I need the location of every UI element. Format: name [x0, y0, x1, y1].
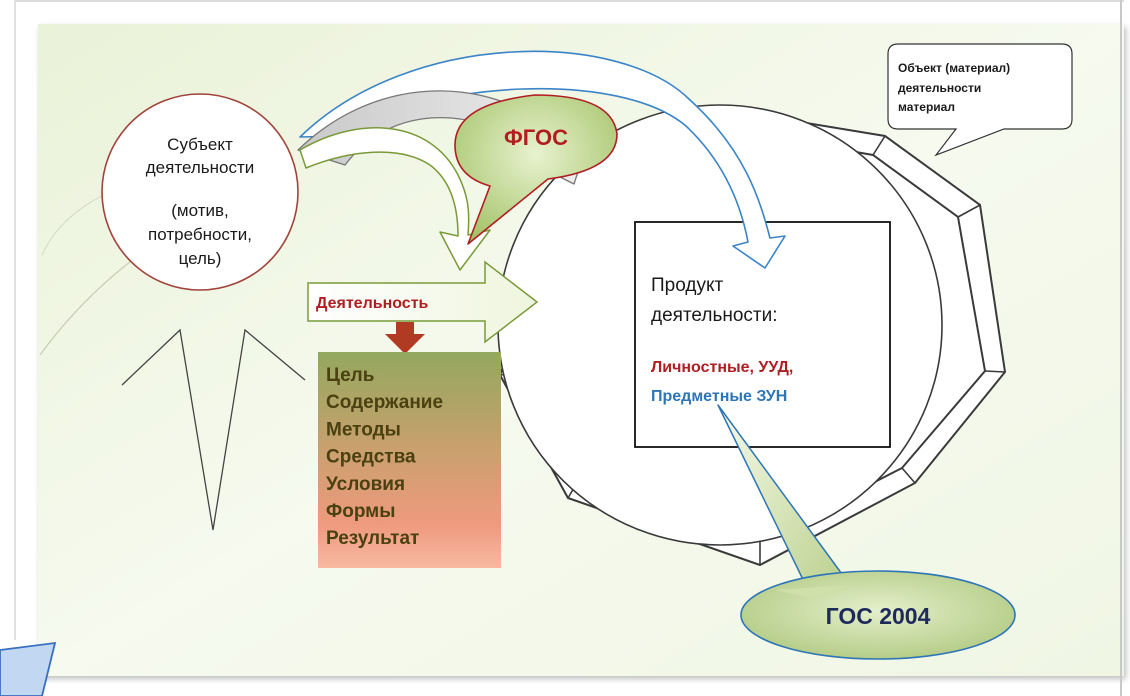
object-callout-bubble	[887, 43, 1073, 157]
components-list: ЦельСодержаниеМетодыСредстваУсловияФормы…	[326, 365, 443, 549]
product-personal-results: Личностные, УУД,	[651, 359, 793, 376]
product-title-line2: деятельности:	[651, 305, 778, 326]
green-curved-arrow	[299, 127, 491, 271]
subject-circle	[101, 93, 299, 291]
activity-arrow	[307, 260, 539, 344]
component-item: Содержание	[326, 392, 443, 413]
object-callout-line3: материал	[898, 100, 955, 114]
subject-line1: Субъект	[167, 135, 233, 154]
components-box	[318, 352, 501, 568]
down-arrow-icon	[385, 322, 425, 354]
component-item: Цель	[326, 365, 374, 386]
subject-line3: (мотив,	[171, 201, 228, 220]
top-divider	[14, 0, 1124, 2]
subject-line2: деятельности	[146, 158, 254, 177]
gos-callout-joint	[775, 585, 850, 598]
gos-label: ГОС 2004	[826, 603, 931, 629]
object-callout-line1: Объект (материал)	[898, 61, 1010, 75]
activity-label: Деятельность	[316, 295, 429, 312]
sketch-arc-mid	[39, 257, 136, 356]
left-divider	[14, 0, 16, 640]
fgos-label: ФГОС	[504, 125, 568, 150]
corner-fold-shape	[0, 641, 57, 696]
component-item: Формы	[326, 501, 395, 522]
blue-curved-arrow	[299, 50, 786, 269]
sketch-arc-top	[41, 191, 111, 256]
component-item: Результат	[326, 528, 419, 549]
product-subject-results: Предметные ЗУН	[651, 388, 787, 405]
fgos-callout-bubble	[454, 94, 618, 245]
right-divider	[1120, 0, 1122, 696]
component-item: Условия	[326, 474, 405, 495]
component-item: Методы	[326, 419, 401, 440]
component-item: Средства	[326, 447, 416, 468]
subject-line5: цель)	[179, 249, 222, 268]
object-callout-line2: деятельности	[898, 81, 981, 95]
zigzag-shape	[121, 328, 306, 531]
subject-line4: потребности,	[148, 225, 252, 244]
product-title-line1: Продукт	[651, 275, 723, 296]
